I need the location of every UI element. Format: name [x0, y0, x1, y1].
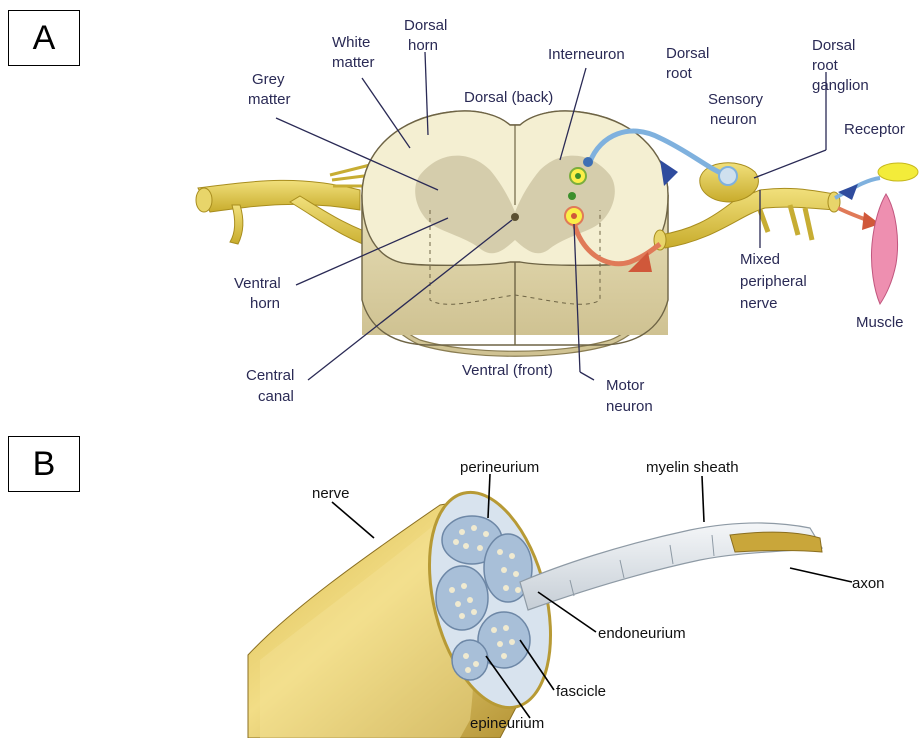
label-interneuron: Interneuron	[548, 46, 625, 63]
motor-neuron-nucleus	[571, 213, 577, 219]
receptor-arrow	[838, 184, 858, 200]
nerve-diagram	[248, 474, 852, 738]
label-dorsal-root-2: root	[666, 65, 693, 82]
interneuron-synapse	[568, 192, 576, 200]
label-white-matter-2: matter	[332, 54, 375, 71]
label-drg-2: root	[812, 57, 839, 74]
muscle-shape	[871, 194, 897, 304]
label-ventral-front: Ventral (front)	[462, 362, 553, 379]
label-ventral-horn-2: horn	[250, 295, 280, 312]
left-nerve-cut-end	[196, 188, 212, 212]
label-mpn-3: nerve	[740, 295, 778, 312]
label-sensory-neuron-1: Sensory	[708, 91, 764, 108]
label-motor-neuron-1: Motor	[606, 377, 644, 394]
label-muscle: Muscle	[856, 314, 904, 331]
fascicle-2	[436, 566, 488, 630]
label-receptor: Receptor	[844, 121, 905, 138]
label-central-canal-1: Central	[246, 367, 294, 384]
right-nerve-branches	[760, 205, 812, 240]
interneuron-nucleus	[575, 173, 581, 179]
axon-core	[730, 532, 822, 552]
label-ventral-horn-1: Ventral	[234, 275, 281, 292]
label-perineurium: perineurium	[460, 459, 539, 476]
receptor-path	[835, 178, 880, 198]
label-mpn-2: peripheral	[740, 273, 807, 290]
label-dorsal-root-1: Dorsal	[666, 45, 709, 62]
label-dorsal-back: Dorsal (back)	[464, 89, 553, 106]
label-grey-matter-2: matter	[248, 91, 291, 108]
sensory-neuron-terminal	[583, 157, 593, 167]
fascicle-5	[452, 640, 488, 680]
label-epineurium: epineurium	[470, 715, 544, 732]
left-nerve-branch	[230, 205, 243, 244]
label-dorsal-horn-2: horn	[408, 37, 438, 54]
label-axon: axon	[852, 575, 885, 592]
label-drg-3: ganglion	[812, 77, 869, 94]
label-endoneurium: endoneurium	[598, 625, 686, 642]
central-canal-dot	[511, 213, 519, 221]
label-fascicle: fascicle	[556, 683, 606, 700]
label-motor-neuron-2: neuron	[606, 398, 653, 415]
spinal-cord-diagram	[196, 52, 918, 380]
sensory-neuron-body	[719, 167, 737, 185]
label-grey-matter-1: Grey	[252, 71, 285, 88]
label-myelin-sheath: myelin sheath	[646, 459, 739, 476]
label-dorsal-horn-1: Dorsal	[404, 17, 447, 34]
label-central-canal-2: canal	[258, 388, 294, 405]
label-sensory-neuron-2: neuron	[710, 111, 757, 128]
label-mpn-1: Mixed	[740, 251, 780, 268]
receptor-shape	[878, 163, 918, 181]
label-nerve: nerve	[312, 485, 350, 502]
label-drg-1: Dorsal	[812, 37, 855, 54]
label-white-matter-1: White	[332, 34, 370, 51]
